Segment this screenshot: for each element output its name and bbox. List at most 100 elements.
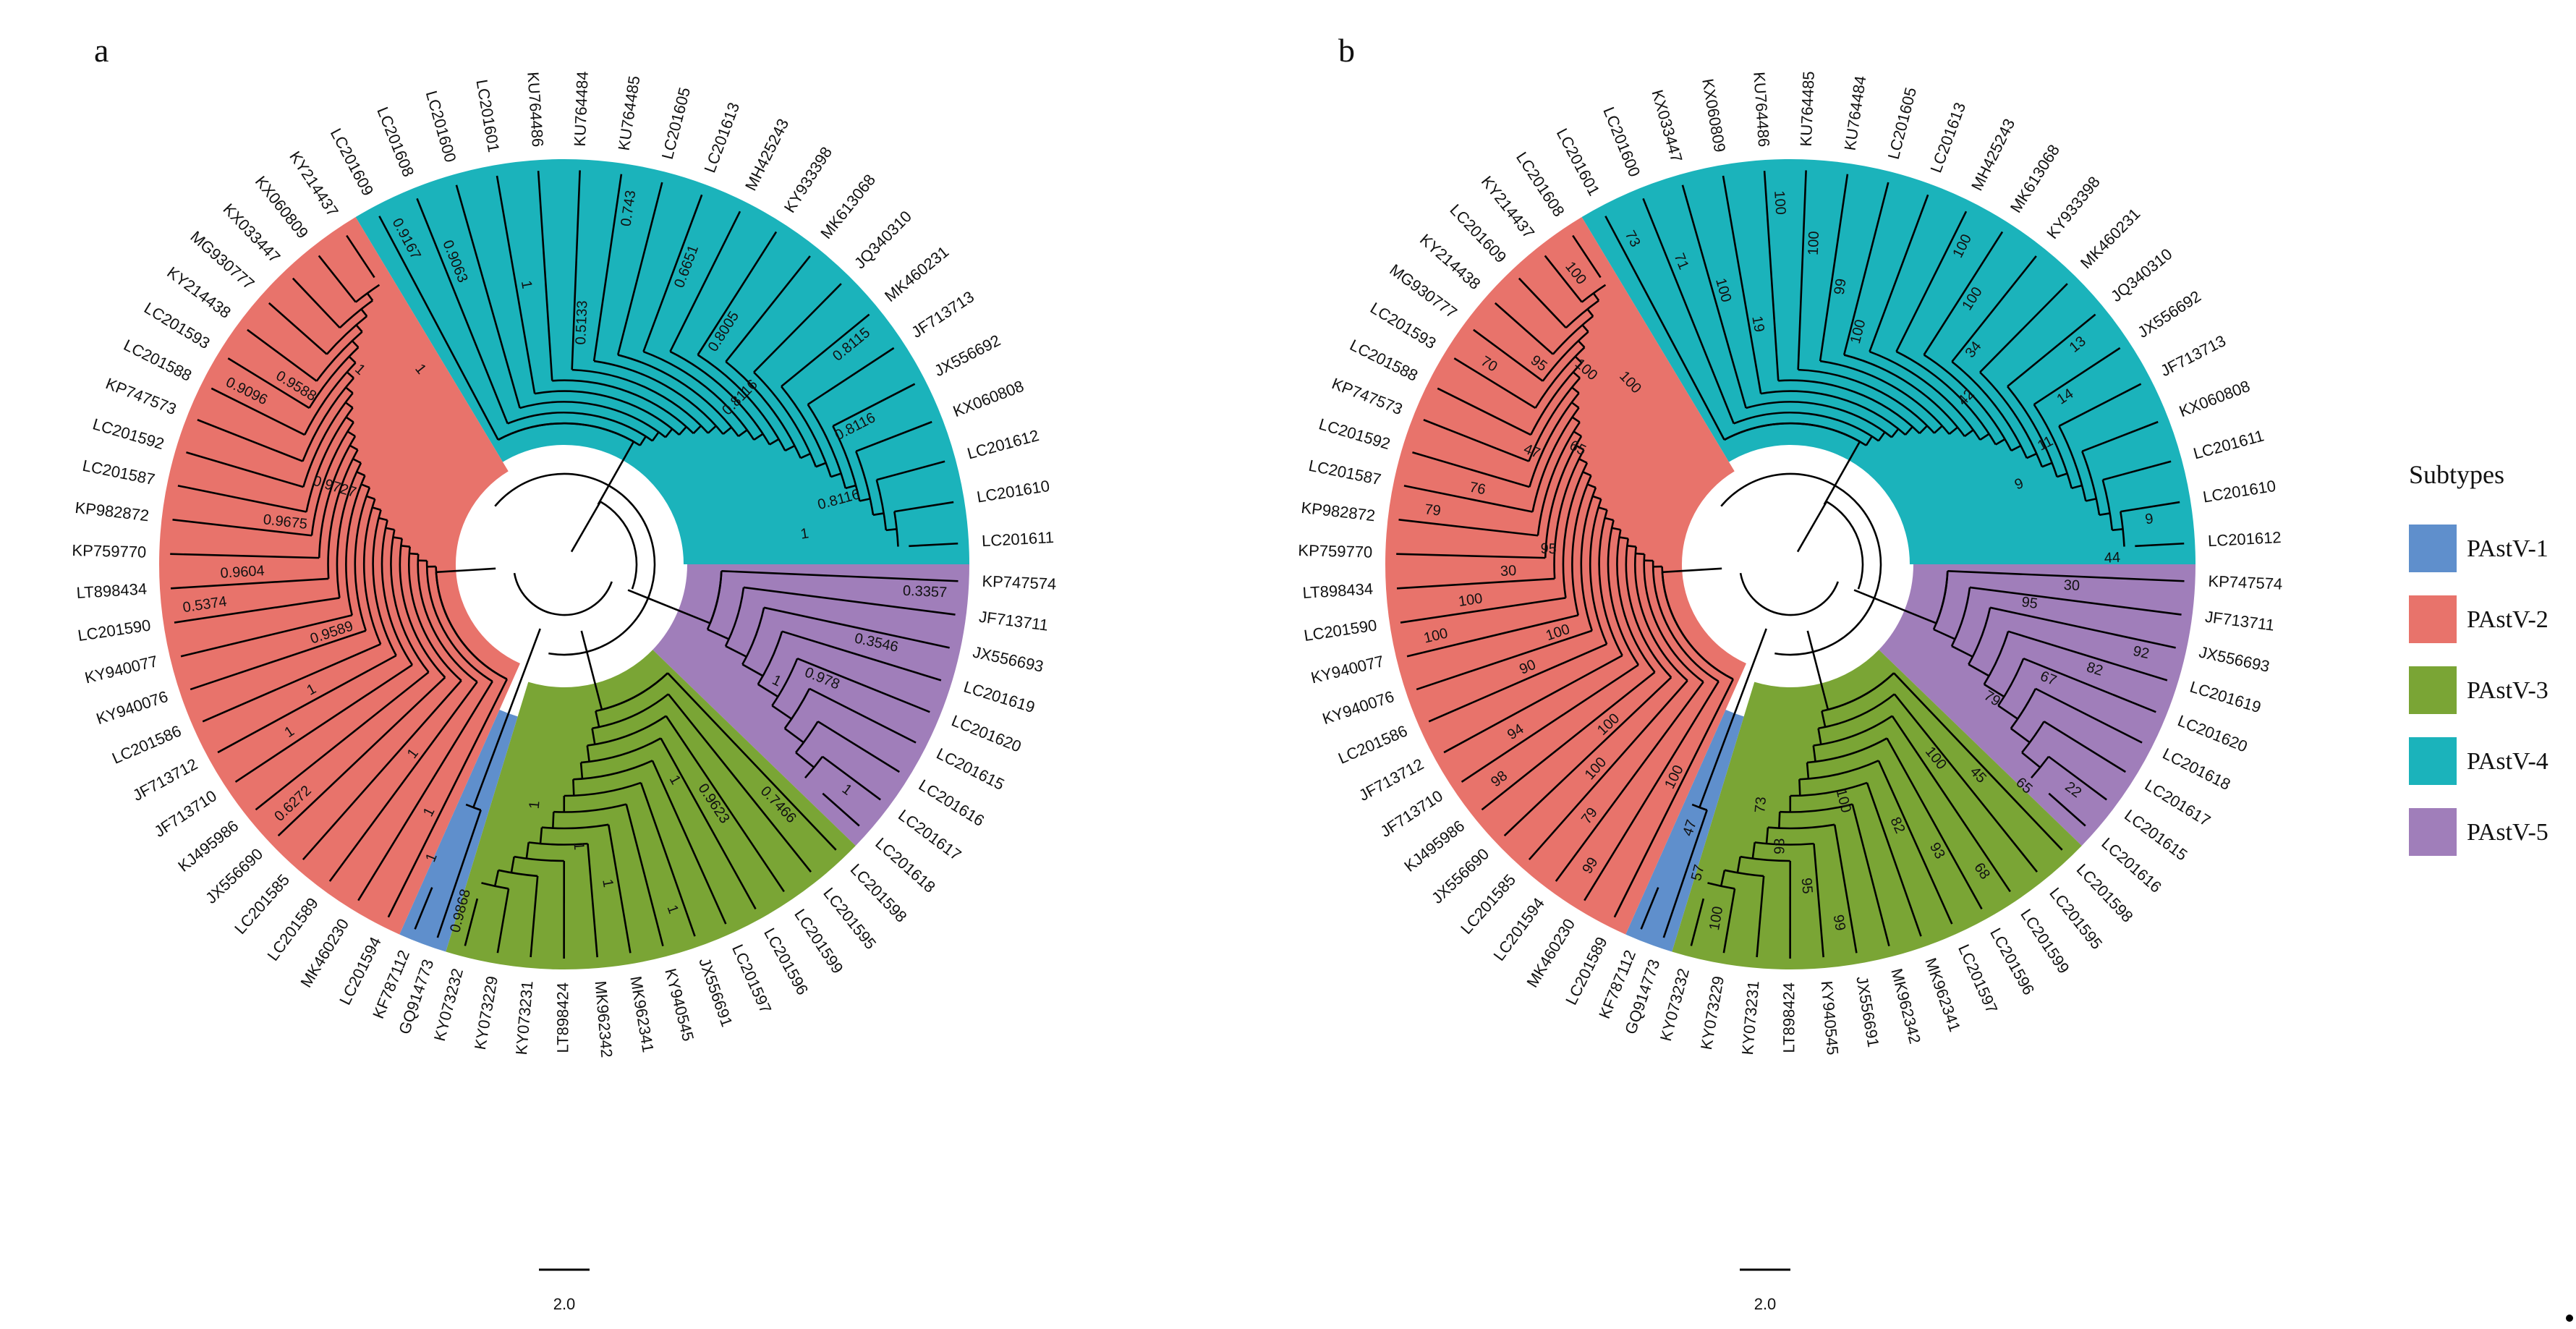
internal-branch	[571, 368, 709, 434]
tip-branch	[1443, 654, 1623, 754]
tip-branch	[660, 737, 757, 910]
tip-label: JF713712	[129, 755, 200, 804]
tip-branch	[763, 606, 950, 649]
internal-branch	[1592, 292, 1600, 302]
internal-branch	[519, 401, 666, 438]
tip-branch	[1572, 234, 1602, 279]
internal-branch	[2007, 386, 2058, 477]
internal-branch	[303, 362, 357, 436]
internal-branch	[593, 360, 724, 435]
tip-branch	[211, 387, 305, 436]
tip-branch	[1473, 328, 1544, 382]
tip-label: LC201586	[109, 721, 184, 767]
clade-stem	[435, 572, 508, 680]
tip-label: LT898434	[76, 579, 148, 602]
internal-branch	[1984, 683, 2005, 698]
internal-branch	[1968, 607, 1991, 666]
tip-label: KP747573	[103, 374, 179, 418]
tip-branch	[496, 175, 536, 394]
internal-branch	[830, 472, 842, 478]
tip-branch	[909, 542, 958, 548]
internal-branch	[725, 360, 802, 459]
backbone-branch	[1826, 501, 1864, 590]
internal-branch	[845, 484, 856, 490]
internal-branch	[1528, 377, 1581, 462]
tip-branch	[328, 681, 478, 882]
internal-branch	[385, 527, 395, 531]
internal-branch	[401, 544, 410, 548]
tip-label: LC201619	[961, 678, 1037, 717]
internal-branch	[617, 354, 739, 437]
internal-branch	[528, 841, 588, 846]
internal-branch	[356, 471, 365, 477]
tip-label: KY940077	[1309, 652, 1386, 687]
tip-branch	[1813, 844, 1824, 958]
tip-branch	[197, 419, 303, 462]
internal-branch	[493, 870, 500, 887]
support-value: 1	[599, 878, 616, 889]
tip-branch	[378, 216, 499, 441]
internal-branch	[1635, 552, 1645, 556]
internal-branch	[587, 715, 667, 747]
tip-branch	[455, 184, 521, 409]
internal-branch	[1865, 436, 1873, 446]
tip-label: KX033447	[1648, 88, 1686, 164]
internal-branch	[1565, 300, 1599, 329]
internal-branch	[1983, 631, 2010, 685]
internal-branch	[1923, 354, 2012, 451]
tip-branch	[721, 569, 958, 582]
internal-branch	[390, 529, 430, 673]
internal-branch	[507, 412, 653, 442]
tip-label: JF713712	[1356, 755, 1427, 804]
tip-branch	[667, 693, 812, 872]
internal-branch	[1951, 360, 2028, 459]
internal-branch	[1571, 416, 1581, 423]
tip-branch	[1969, 586, 2182, 616]
clade-stem	[1935, 571, 1949, 624]
tip-branch	[1503, 676, 1672, 837]
tip-branch	[1690, 898, 1705, 946]
internal-branch	[1578, 458, 1588, 464]
tip-label: KU764485	[1797, 71, 1818, 147]
tip-label: KU764485	[615, 75, 644, 152]
tip-branch	[625, 804, 664, 946]
internal-branch	[1979, 371, 2044, 467]
tip-label: LC201600	[1599, 104, 1644, 179]
internal-branch	[2026, 452, 2037, 459]
internal-branch	[1536, 421, 1581, 536]
support-value: 0.9604	[220, 563, 265, 582]
internal-branch	[697, 354, 786, 451]
tip-branch	[665, 715, 785, 893]
tip-branch	[464, 898, 479, 946]
internal-branch	[1948, 426, 1958, 436]
internal-branch	[1552, 315, 1594, 355]
tip-branch	[1877, 760, 1953, 925]
internal-branch	[707, 628, 730, 640]
tip-branch	[607, 824, 632, 954]
internal-branch	[893, 511, 899, 547]
tip-branch	[809, 687, 917, 744]
internal-branch	[771, 705, 792, 720]
clade-stem	[709, 571, 723, 624]
internal-branch	[591, 728, 596, 745]
tip-label: LC201593	[141, 299, 213, 352]
tip-branch	[1895, 211, 1968, 352]
tip-branch	[753, 283, 842, 373]
internal-branch	[372, 509, 397, 656]
internal-branch	[1733, 412, 1879, 442]
tip-label: LC201615	[934, 744, 1008, 794]
tip-label: LC201597	[728, 941, 775, 1016]
support-value: 79	[1424, 501, 1442, 519]
internal-branch	[1760, 390, 1906, 436]
support-value: 19	[1748, 315, 1767, 334]
internal-branch	[534, 390, 680, 436]
tip-label: MK962341	[1921, 956, 1964, 1035]
support-value: 95	[1798, 877, 1816, 894]
internal-branch	[366, 495, 375, 501]
corner-dot	[2566, 1315, 2573, 1322]
tip-branch	[796, 657, 930, 713]
internal-branch	[417, 553, 478, 683]
tip-label: LC201586	[1335, 721, 1410, 767]
panel-label: a	[94, 32, 109, 69]
tip-label: KX060808	[951, 377, 1026, 420]
